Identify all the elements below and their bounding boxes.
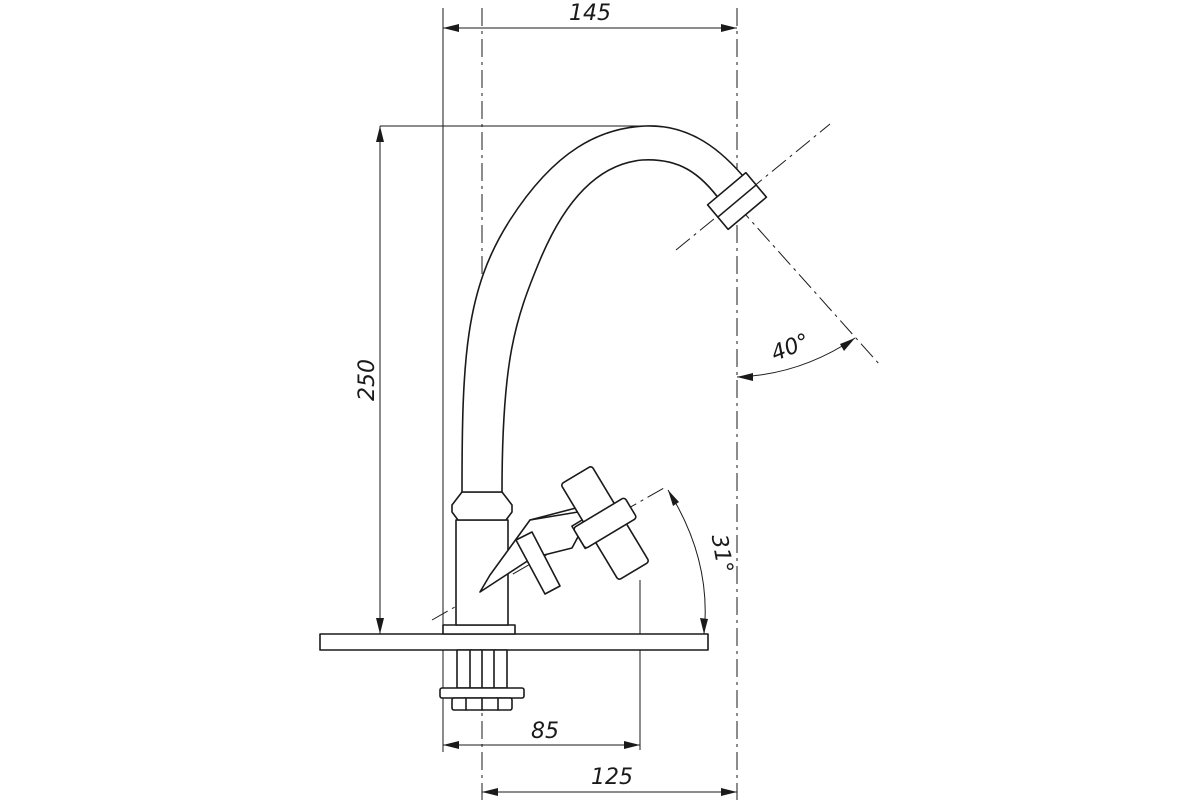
- mounting-nut: [439, 687, 525, 699]
- spout-flow-axis: [736, 204, 881, 366]
- dim-spout-angle-label: 40°: [768, 329, 814, 367]
- threaded-shank: [456, 649, 508, 689]
- spout-tube: [461, 125, 749, 493]
- dimension-spout-angle: 40°: [736, 329, 856, 381]
- valve-housing-front: [515, 531, 561, 595]
- dimension-spout-reach: 125: [482, 765, 737, 796]
- dimension-handle-angle: 31°: [667, 489, 737, 635]
- dim-handle-reach-label: 85: [531, 719, 559, 744]
- cross-handle: [561, 466, 649, 580]
- dim-spout-reach-label: 125: [591, 765, 633, 790]
- dimension-height: 250: [355, 126, 384, 634]
- dim-handle-angle-label: 31°: [706, 532, 737, 575]
- spout-aerator: [706, 171, 768, 231]
- dimension-overall-width: 145: [443, 1, 737, 32]
- shank-end: [451, 697, 513, 711]
- dim-overall-width-label: 145: [569, 1, 611, 26]
- spout-collar: [451, 491, 513, 521]
- dim-height-label: 250: [355, 359, 380, 401]
- dimension-handle-reach: 85: [443, 719, 640, 749]
- base-washer: [442, 624, 516, 635]
- base-plate: [319, 633, 709, 651]
